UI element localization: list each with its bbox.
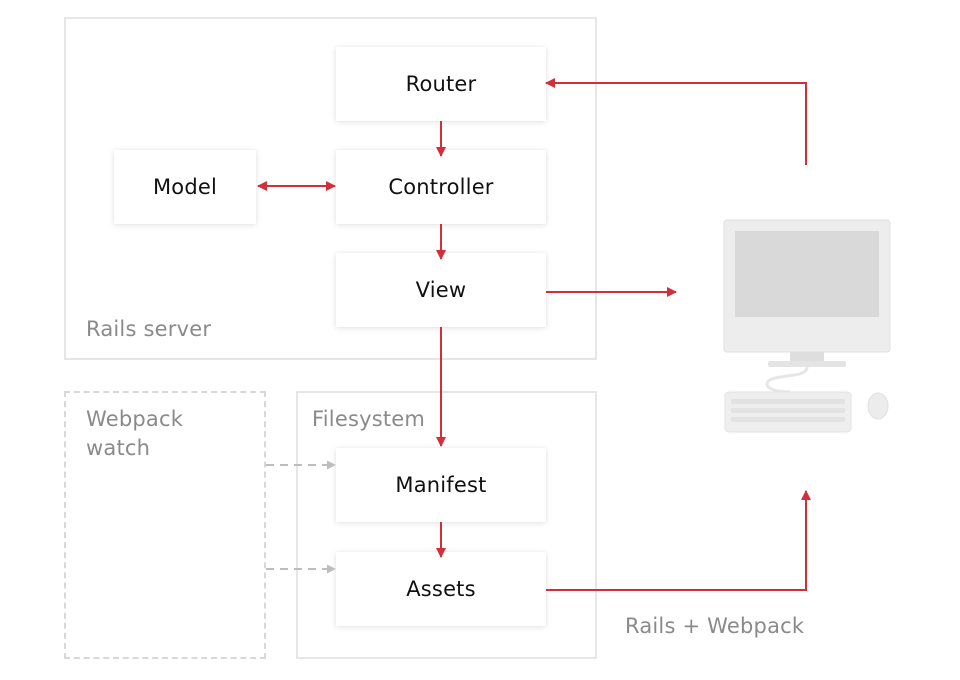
desktop-computer-icon bbox=[723, 219, 891, 433]
assets-to-computer-arrow bbox=[546, 490, 811, 591]
webpack-watch-label-line2: watch bbox=[86, 436, 151, 461]
model-node: Model bbox=[114, 150, 256, 224]
webpack-watch-group bbox=[64, 391, 266, 659]
controller-node: Controller bbox=[336, 150, 546, 224]
rails-webpack-caption: Rails + Webpack bbox=[625, 614, 805, 638]
router-node: Router bbox=[336, 47, 546, 121]
rails-server-group bbox=[64, 17, 597, 360]
assets-node: Assets bbox=[336, 552, 546, 626]
filesystem-label: Filesystem bbox=[312, 407, 426, 431]
rails-server-label: Rails server bbox=[86, 317, 212, 341]
webpack-watch-label-line1: Webpack bbox=[86, 407, 184, 431]
webpack-watch-label: Webpack watch bbox=[86, 405, 183, 464]
filesystem-group bbox=[296, 391, 597, 659]
computer-to-router-arrow bbox=[545, 78, 807, 165]
manifest-node: Manifest bbox=[336, 448, 546, 522]
view-node: View bbox=[336, 253, 546, 327]
